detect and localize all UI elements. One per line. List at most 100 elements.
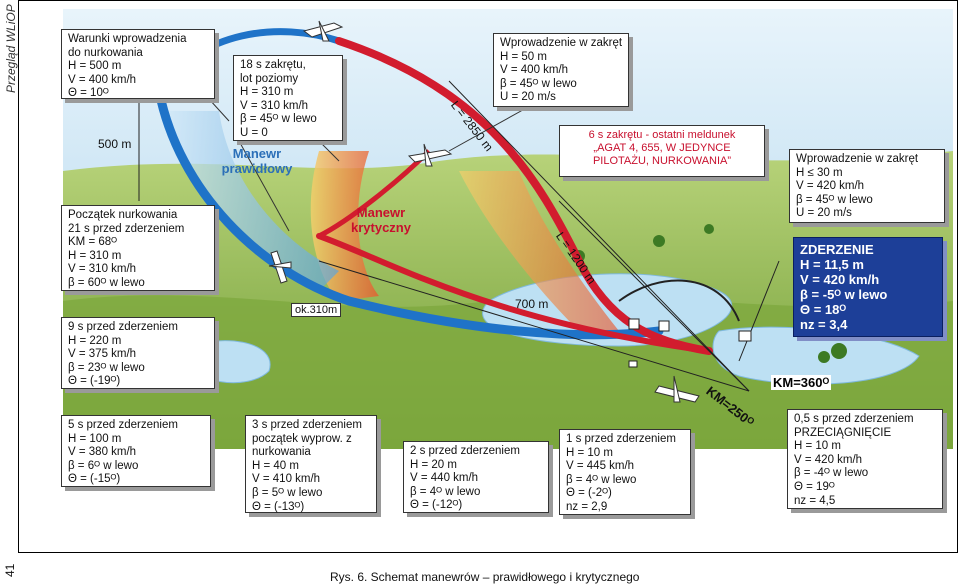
- report-line: PILOTAŻU, NURKOWANIA”: [592, 155, 732, 167]
- box-line: V = 375 km/h: [68, 348, 137, 361]
- box-line: H = 310 m: [240, 86, 294, 99]
- page-number: 41: [3, 563, 17, 577]
- box-line: do nurkowania: [68, 46, 143, 59]
- box-line: Θ = (-15ᴼ): [68, 473, 121, 486]
- box-line: V = 420 km/h: [794, 453, 863, 466]
- box-line: Wprowadzenie w zakręt: [500, 37, 623, 49]
- box-line: nz = 2,9: [566, 500, 608, 513]
- collision-line: Θ = 18ᴼ: [800, 302, 847, 317]
- level-turn-box: 18 s zakrętu, lot poziomy H = 310 m V = …: [233, 55, 343, 141]
- altitude-500-label: 500 m: [98, 137, 132, 151]
- box-line: V = 420 km/h: [796, 180, 865, 193]
- collision-line: β = -5ᴼ w lewo: [800, 287, 888, 302]
- box-line: nz = 4,5: [794, 494, 836, 507]
- box-line: Początek nurkowania: [68, 209, 178, 221]
- report-line: 6 s zakrętu - ostatni meldunek: [588, 129, 736, 141]
- five-seconds-box: 5 s przed zderzeniem H = 100 m V = 380 k…: [61, 415, 211, 487]
- box-line: β = 6ᴼ w lewo: [68, 459, 139, 472]
- box-line: V = 440 km/h: [410, 472, 479, 485]
- box-line: V = 310 km/h: [240, 99, 309, 112]
- box-line: β = 45ᴼ w lewo: [796, 193, 873, 206]
- box-line: Θ = (-13ᴼ): [252, 500, 305, 513]
- box-line: V = 310 km/h: [68, 263, 137, 276]
- box-line: U = 20 m/s: [500, 91, 556, 104]
- box-line: 9 s przed zderzeniem: [68, 321, 178, 333]
- report-line: „AGAT 4, 655, W JEDYNCE: [593, 142, 731, 154]
- box-line: V = 410 km/h: [252, 473, 321, 486]
- box-line: β = 60ᴼ w lewo: [68, 276, 145, 289]
- turn-entry-30-box: Wprowadzenie w zakręt H ≤ 30 m V = 420 k…: [789, 149, 945, 223]
- box-line: β = 4ᴼ w lewo: [566, 473, 637, 486]
- entry-conditions-box: Warunki wprowadzenia do nurkowania H = 5…: [61, 29, 215, 99]
- critical-maneuver-path: [335, 37, 713, 355]
- box-line: H = 20 m: [410, 458, 457, 471]
- figure-caption: Rys. 6. Schemat manewrów – prawidłowego …: [330, 570, 640, 584]
- collision-line: V = 420 km/h: [800, 272, 880, 287]
- box-line: β = 45ᴼ w lewo: [500, 77, 577, 90]
- box-line: H = 100 m: [68, 432, 122, 445]
- airplane-icon: [654, 375, 700, 403]
- box-line: 2 s przed zderzeniem: [410, 445, 520, 457]
- box-line: Θ = (-12ᴼ): [410, 499, 463, 512]
- box-line: β = 5ᴼ w lewo: [252, 486, 323, 499]
- airplane-icon: [407, 143, 453, 167]
- turn-entry-50-box: Wprowadzenie w zakręt H = 50 m V = 400 k…: [493, 33, 629, 107]
- box-line: Θ = (-2ᴼ): [566, 487, 612, 500]
- airplane-icon: [302, 20, 344, 42]
- box-line: H = 10 m: [566, 446, 613, 459]
- label-line: Manewr: [356, 205, 406, 220]
- correct-maneuver-label: Manewr prawidłowy: [217, 146, 297, 176]
- distance-310-label: ok.310m: [291, 303, 342, 317]
- box-line: H = 310 m: [68, 249, 122, 262]
- box-line: H = 10 m: [794, 440, 841, 453]
- box-line: PRZECIĄGNIĘCIE: [794, 426, 892, 439]
- box-line: początek wyprow. z: [252, 432, 352, 445]
- box-line: Θ = 19ᴼ: [794, 480, 835, 493]
- box-line: 1 s przed zderzeniem: [566, 433, 676, 445]
- box-line: H = 40 m: [252, 459, 299, 472]
- distance-700-label: 700 m: [515, 297, 549, 311]
- buildings: [628, 318, 752, 368]
- box-line: 5 s przed zderzeniem: [68, 419, 178, 431]
- label-line: prawidłowy: [221, 161, 293, 176]
- last-report-box: 6 s zakrętu - ostatni meldunek „AGAT 4, …: [559, 125, 765, 177]
- box-line: H = 500 m: [68, 60, 122, 73]
- box-line: V = 380 km/h: [68, 446, 137, 459]
- box-line: Θ = (-19ᴼ): [68, 375, 121, 388]
- half-second-box: 0,5 s przed zderzeniem PRZECIĄGNIĘCIE H …: [787, 409, 943, 509]
- collision-line: H = 11,5 m: [800, 257, 864, 272]
- box-line: β = 23ᴼ w lewo: [68, 361, 145, 374]
- label-line: Manewr: [232, 146, 282, 161]
- box-line: H ≤ 30 m: [796, 166, 843, 179]
- box-line: U = 0: [240, 126, 268, 139]
- box-line: β = 45ᴼ w lewo: [240, 113, 317, 126]
- box-line: 21 s przed zderzeniem: [68, 222, 185, 235]
- box-line: 18 s zakrętu,: [240, 59, 306, 71]
- two-seconds-box: 2 s przed zderzeniem H = 20 m V = 440 km…: [403, 441, 549, 513]
- heading-360-label: KM=360ᴼ: [771, 375, 832, 390]
- dive-start-box: Początek nurkowania 21 s przed zderzenie…: [61, 205, 215, 291]
- box-line: 0,5 s przed zderzeniem: [794, 413, 914, 425]
- critical-maneuver-label: Manewr krytyczny: [341, 205, 421, 235]
- box-line: H = 220 m: [68, 334, 122, 347]
- box-line: U = 20 m/s: [796, 207, 852, 220]
- one-second-box: 1 s przed zderzeniem H = 10 m V = 445 km…: [559, 429, 691, 515]
- collision-box: ZDERZENIE H = 11,5 m V = 420 km/h β = -5…: [793, 237, 943, 337]
- box-line: Θ = 10ᴼ: [68, 87, 109, 100]
- box-line: lot poziomy: [240, 72, 299, 85]
- box-line: KM = 68ᴼ: [68, 236, 118, 249]
- box-line: V = 400 km/h: [68, 73, 137, 86]
- box-line: Wprowadzenie w zakręt: [796, 153, 919, 165]
- label-line: krytyczny: [351, 220, 411, 235]
- box-line: nurkowania: [252, 446, 311, 459]
- box-line: V = 445 km/h: [566, 460, 635, 473]
- collision-line: nz = 3,4: [800, 317, 848, 332]
- box-line: β = 4ᴼ w lewo: [410, 485, 481, 498]
- collision-line: ZDERZENIE: [800, 242, 874, 257]
- three-seconds-box: 3 s przed zderzeniem początek wyprow. z …: [245, 415, 377, 513]
- box-line: V = 400 km/h: [500, 64, 569, 77]
- figure-frame: 500 m ok.310m 700 m L = 2850 m L = 1200 …: [18, 0, 958, 553]
- nine-seconds-box: 9 s przed zderzeniem H = 220 m V = 375 k…: [61, 317, 215, 389]
- correct-maneuver-path: [154, 86, 664, 340]
- airplane-icon: [268, 250, 292, 284]
